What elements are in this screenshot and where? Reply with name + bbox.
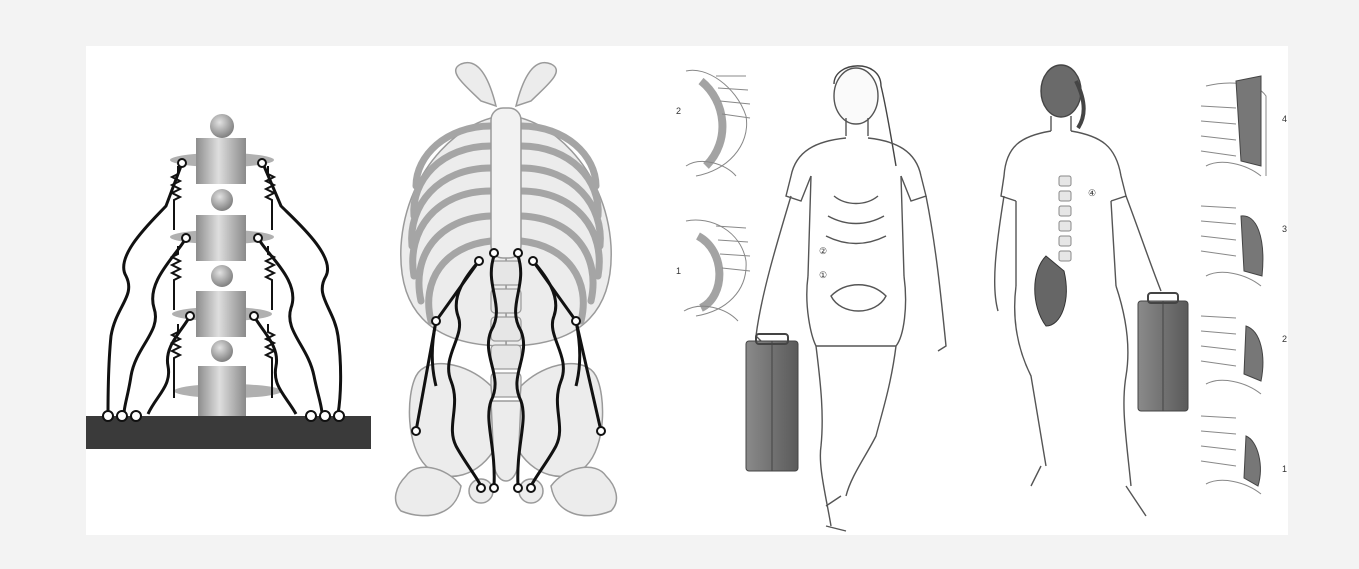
back-inset-label-3: 3 — [1282, 224, 1287, 234]
front-inset-label-1: 1 — [676, 266, 681, 276]
back-inset-label-1: 1 — [1282, 464, 1287, 474]
back-inset-3 — [1201, 206, 1263, 286]
front-inset-upper — [686, 70, 750, 176]
back-inset-4 — [1201, 76, 1266, 176]
figure-canvas: 2 1 ② ① — [86, 46, 1288, 535]
back-inset-label-2: 2 — [1282, 334, 1287, 344]
back-inset-2 — [1201, 316, 1263, 394]
ribcage-spring-diagram — [396, 63, 617, 516]
back-body-marker-4: ④ — [1088, 188, 1096, 198]
sternum — [491, 108, 521, 258]
illustration-frame: 2 1 ② ① — [86, 46, 1288, 535]
front-body-marker-2: ② — [819, 246, 827, 256]
back-inset-1 — [1201, 416, 1261, 494]
front-inset-label-2: 2 — [676, 106, 681, 116]
back-suitcase — [1138, 293, 1188, 411]
back-muscle-highlight — [1035, 256, 1067, 326]
back-walking-figure: ④ 4 3 2 1 — [995, 65, 1287, 516]
front-inset-lower — [684, 220, 750, 321]
front-body-marker-1: ① — [819, 270, 827, 280]
front-walking-figure: 2 1 ② ① — [676, 66, 946, 531]
back-spine — [1059, 176, 1071, 261]
front-suitcase — [746, 334, 798, 471]
spine-spring-model — [86, 114, 371, 449]
back-woman — [995, 65, 1161, 516]
back-inset-label-4: 4 — [1282, 114, 1287, 124]
